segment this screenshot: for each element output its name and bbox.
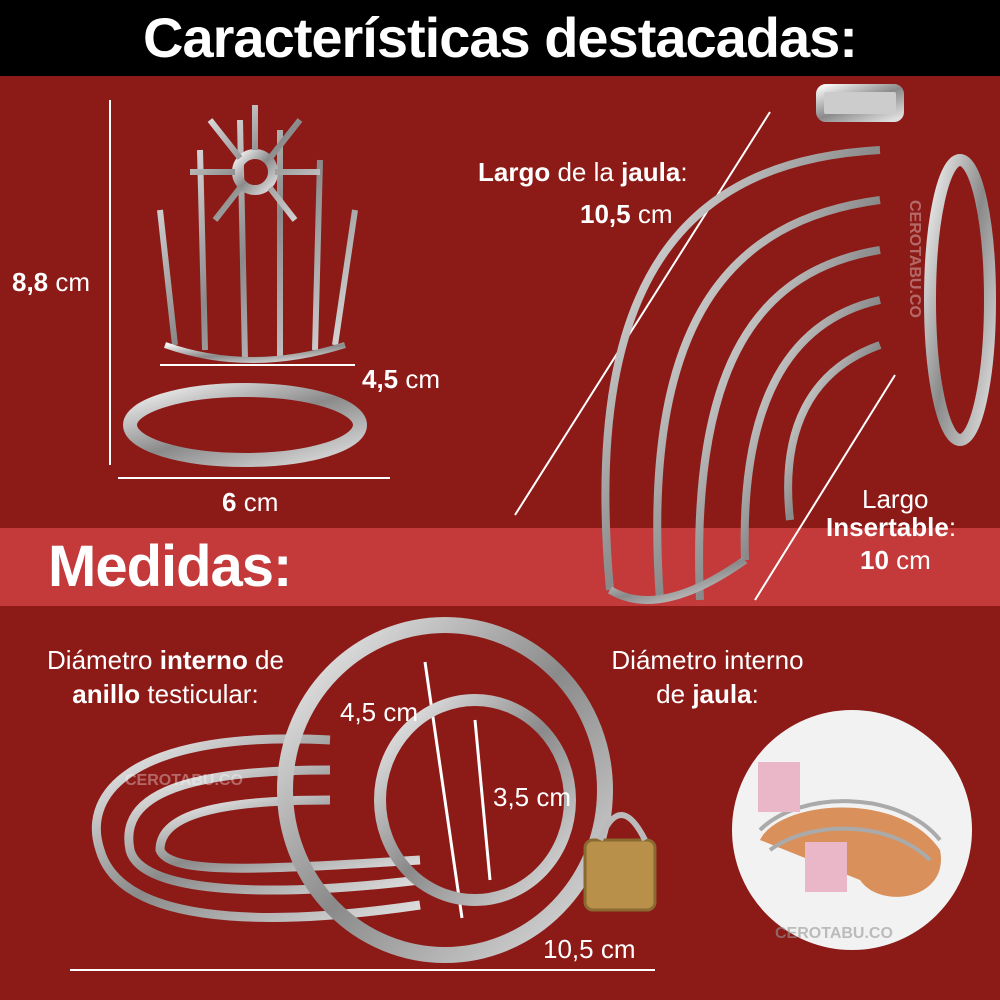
dimension-lines bbox=[70, 100, 896, 971]
cage-length-value: 10,5 cm bbox=[580, 199, 673, 229]
ring-diameter-value: 4,5 cm bbox=[340, 697, 419, 727]
watermark: CEROTABU.CO bbox=[775, 925, 893, 942]
cage-ring-view bbox=[91, 617, 657, 963]
top-width-label: 4,5 cm bbox=[362, 364, 441, 394]
watermark: CEROTABU.CO bbox=[906, 200, 923, 318]
insertable-subtitle: Insertable: bbox=[826, 512, 957, 542]
watermark: CEROTABU.CO bbox=[125, 772, 243, 789]
cage-diameter-value: 3,5 cm bbox=[493, 782, 572, 812]
cage-side-view bbox=[601, 84, 996, 604]
insertable-title: Largo bbox=[862, 484, 929, 514]
cage-front-view bbox=[123, 105, 367, 467]
section-band bbox=[0, 528, 1000, 606]
height-label: 8,8 cm bbox=[12, 267, 91, 297]
cage-length-label: Largo de la jaula: bbox=[478, 157, 688, 187]
usage-inset bbox=[732, 710, 972, 950]
insertable-value: 10 cm bbox=[860, 545, 931, 575]
base-width-label: 6 cm bbox=[222, 487, 279, 517]
page-title: Características destacadas: bbox=[0, 0, 1000, 76]
section-title: Medidas: bbox=[48, 534, 292, 599]
bottom-length-value: 10,5 cm bbox=[543, 934, 636, 964]
